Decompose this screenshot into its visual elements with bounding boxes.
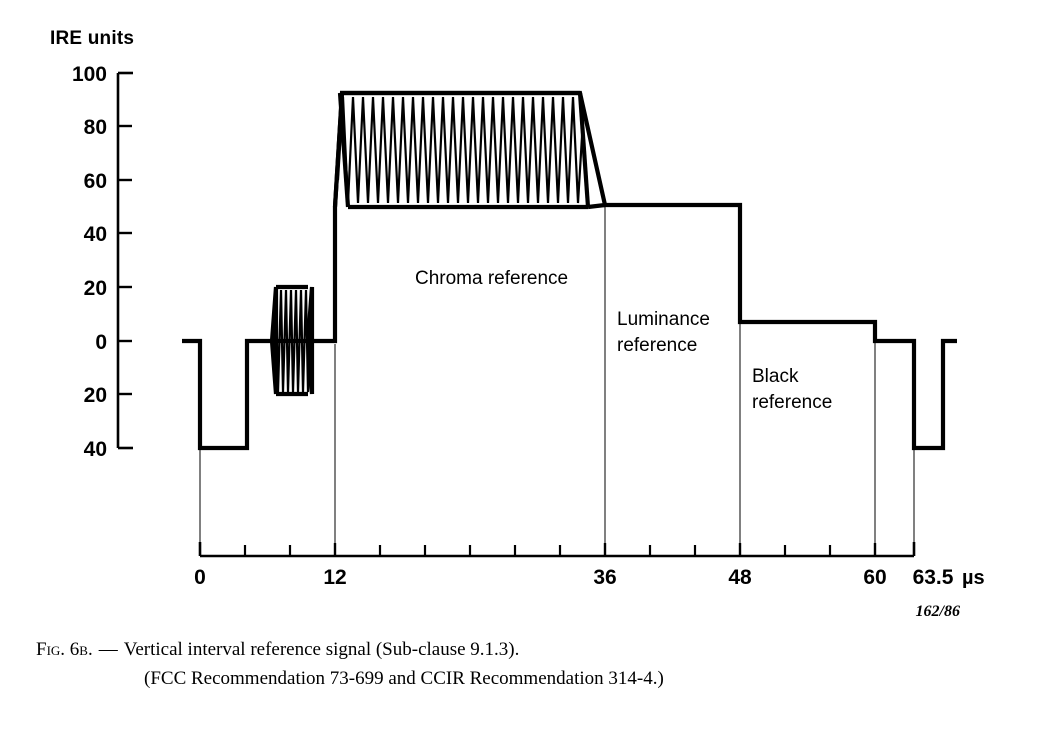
chroma-reference-packet xyxy=(332,90,606,210)
x-tick-label-36: 36 xyxy=(593,566,616,589)
caption-dash: — xyxy=(98,639,118,660)
y-axis xyxy=(116,71,133,450)
luminance-reference-label-line2: reference xyxy=(617,335,697,356)
y-tick-label-80: 80 xyxy=(84,116,107,139)
caption-line-1: Fig. 6b.—Vertical interval reference sig… xyxy=(36,636,1026,665)
figure-caption: Fig. 6b.—Vertical interval reference sig… xyxy=(36,636,1026,693)
caption-figure-label: Fig. 6b. xyxy=(36,639,93,660)
y-tick-label-neg20: 20 xyxy=(84,384,107,407)
x-tick-label-0: 0 xyxy=(194,566,206,589)
figure-number-tag: 162/86 xyxy=(916,603,960,620)
x-axis-unit-label: µs xyxy=(962,567,985,589)
y-tick-label-60: 60 xyxy=(84,170,107,193)
x-tick-label-60: 60 xyxy=(863,566,886,589)
colour-burst-packet xyxy=(269,284,315,397)
x-axis xyxy=(198,542,916,558)
x-axis-ticks xyxy=(243,543,877,556)
y-tick-label-neg40: 40 xyxy=(84,438,107,461)
y-tick-label-20: 20 xyxy=(84,277,107,300)
caption-line-2: (FCC Recommendation 73-699 and CCIR Reco… xyxy=(144,667,664,689)
x-tick-label-48: 48 xyxy=(728,566,752,589)
y-axis-ticks xyxy=(118,124,132,396)
x-tick-label-12: 12 xyxy=(323,566,346,589)
luminance-reference-label-line1: Luminance xyxy=(617,309,710,330)
y-tick-label-0: 0 xyxy=(95,331,107,354)
x-tick-label-63p5: 63.5 xyxy=(913,566,954,589)
black-reference-label-line1: Black xyxy=(752,366,799,387)
y-tick-label-100: 100 xyxy=(72,63,107,86)
y-axis-title: IRE units xyxy=(50,28,134,49)
chroma-reference-label: Chroma reference xyxy=(415,268,568,289)
y-tick-label-40: 40 xyxy=(84,223,107,246)
black-reference-label-line2: reference xyxy=(752,392,832,413)
caption-text-line1: Vertical interval reference signal (Sub-… xyxy=(123,639,520,660)
